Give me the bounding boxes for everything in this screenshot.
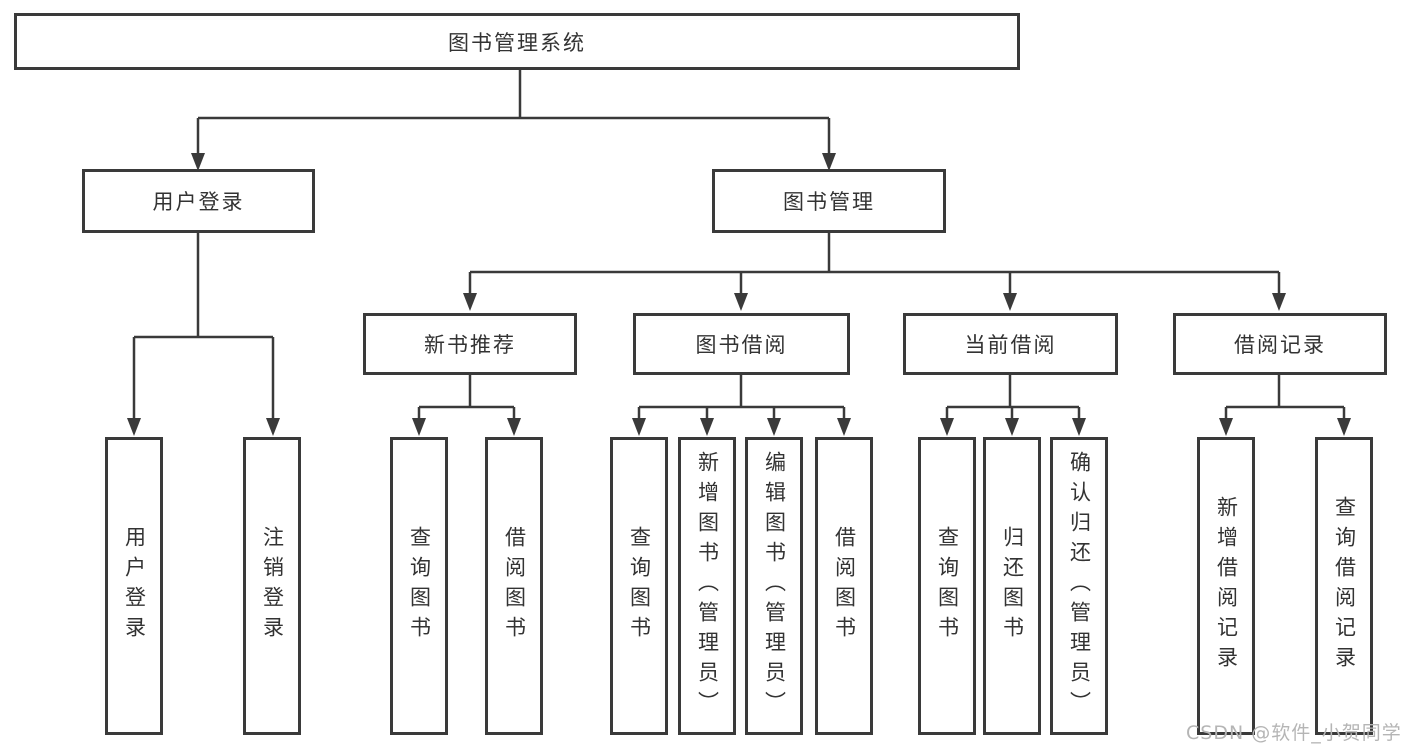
leaf-query-borrow-record: 查询借阅记录 (1315, 437, 1373, 735)
node-label: 编辑图书（管理员） (762, 451, 787, 721)
edge-borrowrecord-to-leaves (1224, 375, 1346, 420)
leaf-return-book: 归还图书 (983, 437, 1041, 735)
node-user-login: 用户登录 (82, 169, 315, 233)
leaf-edit-book-admin: 编辑图书（管理员） (745, 437, 803, 735)
node-label: 图书管理系统 (448, 30, 586, 55)
node-label: 当前借阅 (964, 333, 1057, 357)
leaf-borrow-book: 借阅图书 (815, 437, 873, 735)
node-label: 查询图书 (935, 526, 960, 646)
node-book-borrowing: 图书借阅 (633, 313, 850, 375)
node-library-management-system: 图书管理系统 (14, 13, 1020, 70)
node-label: 用户登录 (152, 190, 245, 214)
node-label: 借阅记录 (1234, 333, 1326, 357)
leaf-query-book-current: 查询图书 (918, 437, 976, 735)
node-label: 新书推荐 (424, 333, 516, 357)
leaf-add-book-admin: 新增图书（管理员） (678, 437, 736, 735)
node-label: 新增图书（管理员） (695, 451, 720, 721)
node-label: 借阅图书 (832, 526, 857, 646)
leaf-borrow-book-recommend: 借阅图书 (485, 437, 543, 735)
node-label: 新增借阅记录 (1214, 496, 1239, 676)
leaf-add-borrow-record: 新增借阅记录 (1197, 437, 1255, 735)
leaf-query-book-recommend: 查询图书 (390, 437, 448, 735)
leaf-query-book-borrowing: 查询图书 (610, 437, 668, 735)
node-label: 查询图书 (407, 526, 432, 646)
leaf-user-login: 用户登录 (105, 437, 163, 735)
edge-userlogin-to-leaves (132, 233, 275, 420)
node-label: 用户登录 (122, 526, 147, 646)
node-borrow-records: 借阅记录 (1173, 313, 1387, 375)
node-label: 确认归还（管理员） (1067, 451, 1092, 721)
leaf-logout: 注销登录 (243, 437, 301, 735)
edge-root-to-level2 (196, 70, 831, 156)
node-label: 归还图书 (1000, 526, 1025, 646)
leaf-confirm-return-admin: 确认归还（管理员） (1050, 437, 1108, 735)
node-label: 注销登录 (260, 526, 285, 646)
edge-newbook-to-leaves (417, 375, 516, 420)
node-label: 图书借阅 (695, 333, 788, 357)
arrowhead-icons (127, 153, 1351, 436)
edge-bookborrow-to-leaves (637, 375, 846, 420)
edge-bookmgmt-to-level3 (468, 233, 1281, 295)
node-label: 查询图书 (627, 526, 652, 646)
node-current-borrowing: 当前借阅 (903, 313, 1118, 375)
node-label: 图书管理 (783, 190, 875, 214)
csdn-watermark: CSDN @软件_小贺同学 (1186, 722, 1402, 744)
node-new-book-recommend: 新书推荐 (363, 313, 577, 375)
node-label: 查询借阅记录 (1332, 496, 1357, 676)
node-book-management: 图书管理 (712, 169, 946, 233)
edge-currentborrow-to-leaves (945, 375, 1081, 420)
node-label: 借阅图书 (502, 526, 527, 646)
